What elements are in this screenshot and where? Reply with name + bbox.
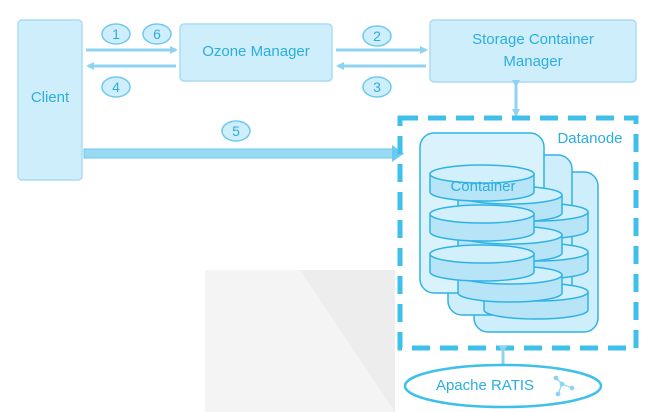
step-number-1: 1 [112,26,120,42]
arrow-client-to-datanode-body [83,148,397,159]
container-label: Container [450,178,516,195]
datanode-label: Datanode [557,130,623,147]
ozone-manager-label: Ozone Manager [202,43,310,60]
step-number-2: 2 [373,28,381,44]
datanode-frame [397,115,639,351]
ratis-label: Apache RATIS [435,377,535,394]
step-number-4: 4 [112,79,120,95]
step-badge-6 [142,23,172,45]
step-number-5: 5 [232,123,240,139]
scm-label: Storage Container Manager [472,31,594,70]
container-cylinder-front-1 [429,164,535,202]
step-badge-3 [362,76,392,98]
scm-box [429,19,637,83]
step-badge-2 [362,25,392,47]
step-badge-1 [101,23,131,45]
client-label: Client [30,89,70,106]
step-badge-4 [101,76,131,98]
step-number-3: 3 [373,79,381,95]
ratis-ellipse [403,363,603,409]
client-box [17,19,83,181]
ratis-network-icon [553,375,575,397]
ozone-manager-box [179,23,333,82]
watermark [205,270,395,412]
container-cylinder-front-2 [429,204,535,242]
step-badges [101,23,392,142]
step-badge-5 [221,120,251,142]
step-number-6: 6 [153,26,161,42]
container-cylinder-front-3 [429,244,535,282]
